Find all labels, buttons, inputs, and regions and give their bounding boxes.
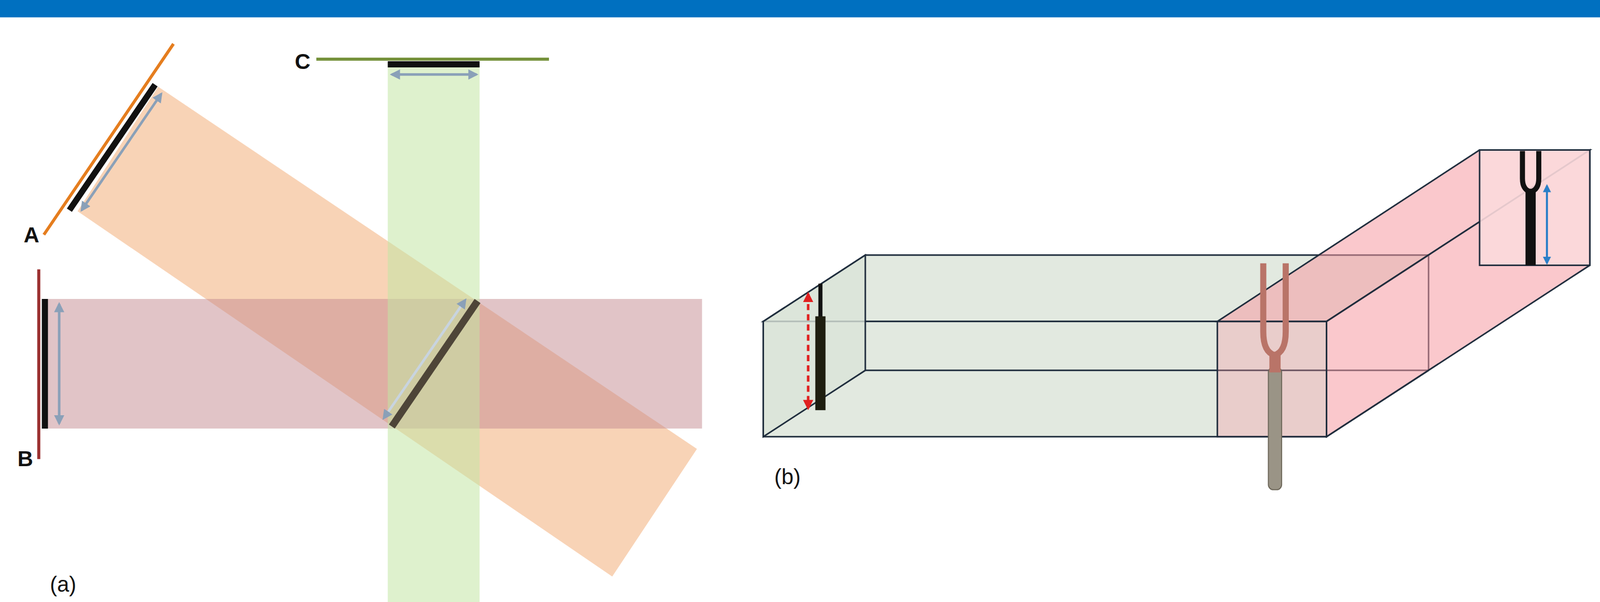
blade (815, 316, 826, 411)
motion-arrow (383, 299, 466, 419)
motion-arrow (81, 93, 162, 210)
mount-a (43, 43, 174, 235)
motion-arrow (392, 73, 477, 76)
beam-c (387, 63, 480, 602)
motion-arrow (806, 293, 810, 408)
mirror-a (69, 84, 156, 211)
fork-stem (1269, 351, 1281, 373)
mirror-b (41, 298, 48, 429)
motion-arrow (58, 304, 61, 424)
motion-arrow (1545, 185, 1549, 264)
part-label: B (17, 448, 33, 470)
fork-silhouette (1522, 150, 1539, 192)
blade (818, 283, 823, 318)
header-bar (0, 0, 1600, 18)
part-label: A (23, 224, 40, 246)
panel-label: (a) (49, 573, 77, 596)
beam-splitter (392, 300, 478, 427)
mount-c (316, 57, 549, 61)
arm-end (1479, 150, 1590, 266)
part-label: C (294, 50, 311, 73)
panel-label: (b) (774, 466, 801, 488)
tuning-fork (1263, 263, 1286, 355)
box-end (763, 255, 866, 437)
mount-b (37, 269, 41, 460)
fork-stem (1268, 367, 1282, 490)
fork-silhouette (1525, 188, 1536, 266)
beam-b (45, 298, 702, 429)
arm-side (1326, 150, 1590, 437)
mirror-c (387, 61, 480, 68)
